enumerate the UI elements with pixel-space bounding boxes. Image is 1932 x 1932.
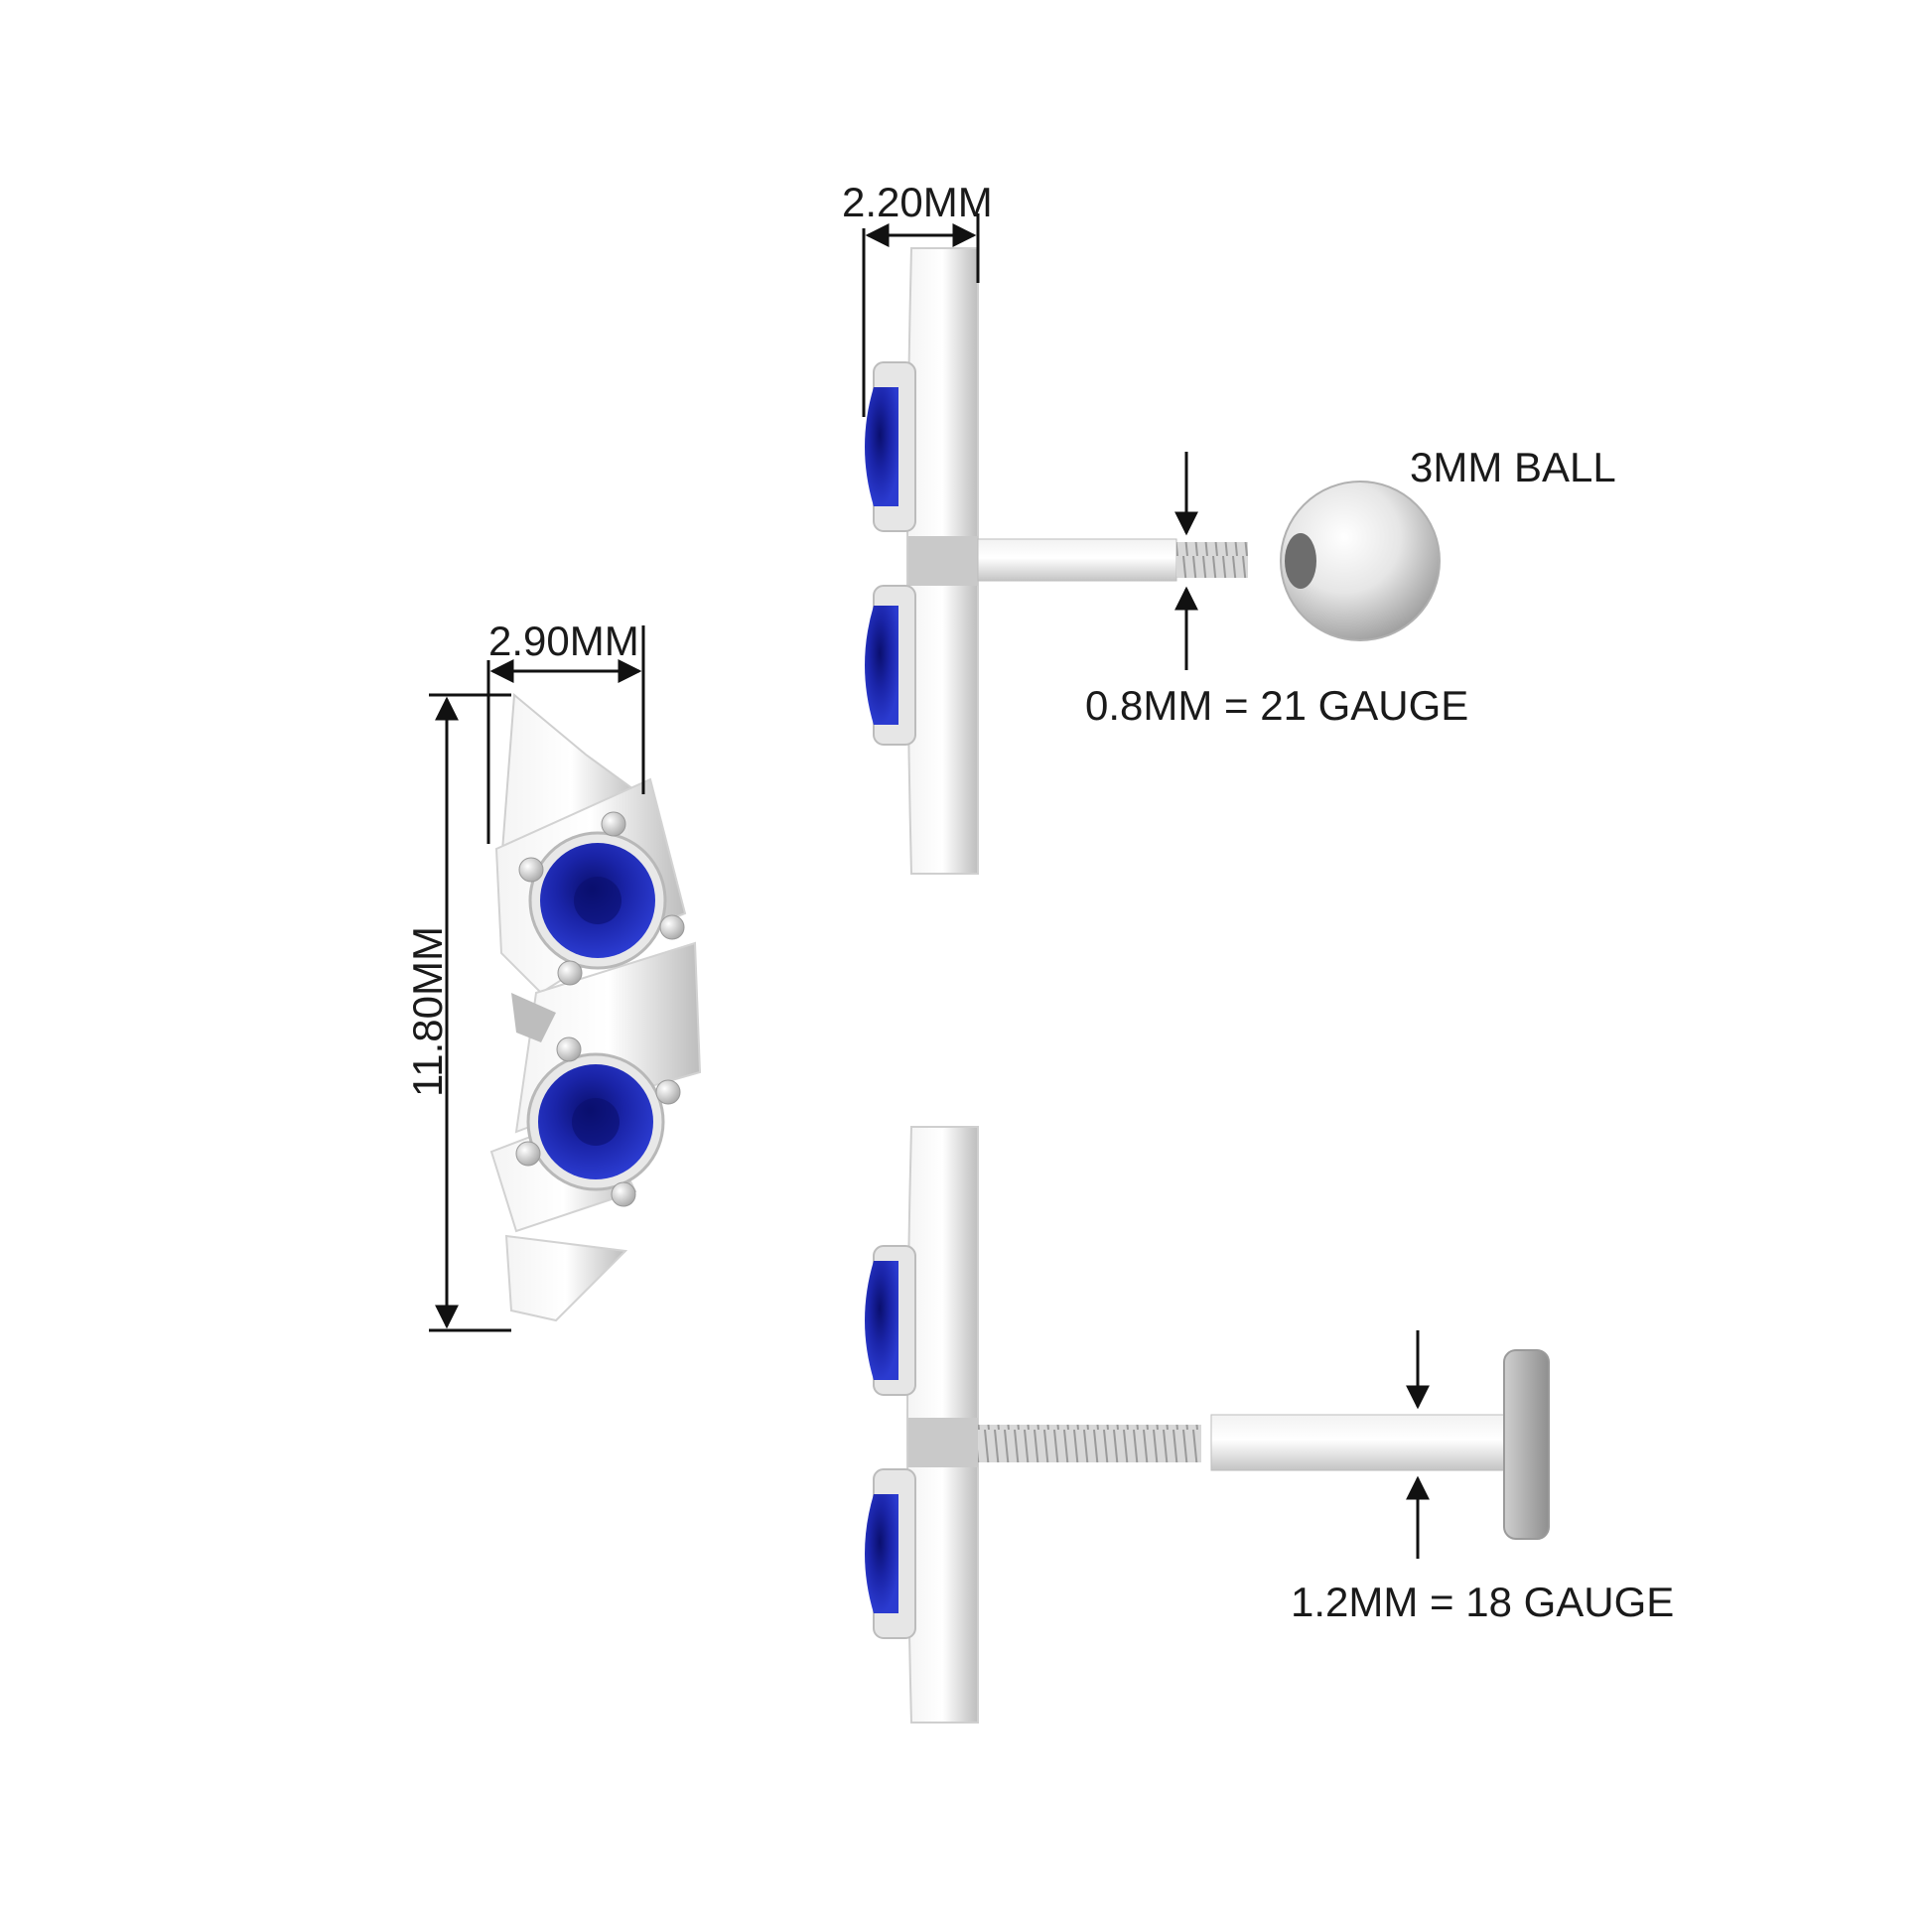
side-width-dimension: 2.20MM [842,179,993,417]
front-view-earring [489,692,702,1322]
ball-gauge-dimension: 0.8MM = 21 GAUGE [1085,452,1468,729]
front-height-label: 11.80MM [404,926,451,1097]
ball-end [1280,481,1441,641]
flat-back-disc [1503,1349,1550,1540]
ball-gauge-label: 0.8MM = 21 GAUGE [1085,682,1468,729]
front-sapphire-bottom [515,1036,681,1207]
flat-gauge-label: 1.2MM = 18 GAUGE [1291,1579,1674,1625]
ball-size-label: 3MM BALL [1410,444,1616,490]
front-width-label: 2.90MM [488,618,639,664]
front-width-dimension: 2.90MM [486,618,645,844]
front-sapphire-top [518,811,685,986]
side-view-ball-earring [865,247,1441,875]
side-view-flat-earring [865,1126,1550,1724]
flat-gauge-dimension: 1.2MM = 18 GAUGE [1291,1330,1674,1625]
front-height-dimension: 11.80MM [404,693,511,1332]
side-width-label: 2.20MM [842,179,993,225]
